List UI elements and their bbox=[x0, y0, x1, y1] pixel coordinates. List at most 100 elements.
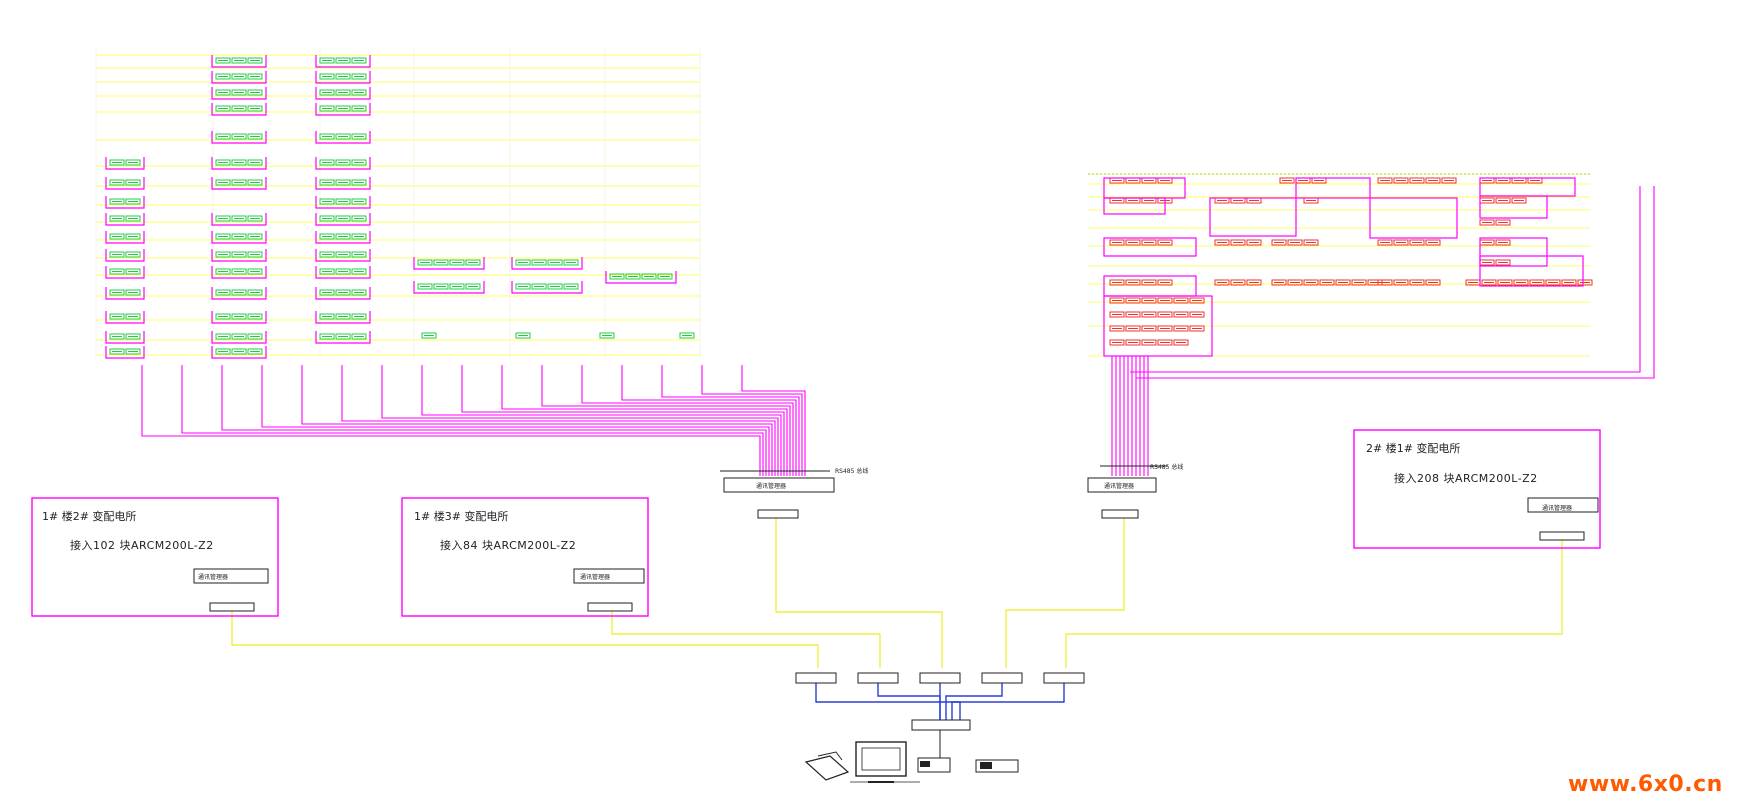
meter bbox=[1173, 297, 1189, 304]
meter bbox=[1393, 177, 1409, 184]
meter bbox=[449, 283, 465, 290]
meter bbox=[319, 233, 335, 240]
meter bbox=[215, 179, 231, 186]
meter bbox=[1393, 279, 1409, 286]
meter bbox=[515, 332, 531, 339]
meter bbox=[1173, 325, 1189, 332]
meter bbox=[231, 333, 247, 340]
meter bbox=[351, 313, 367, 320]
watermark: www.6x0.cn bbox=[1568, 772, 1723, 797]
substation-2-title: 1# 楼3# 变配电所 bbox=[414, 510, 509, 523]
meter bbox=[319, 73, 335, 80]
floor-bus bbox=[211, 249, 267, 262]
pc-drive bbox=[920, 761, 930, 767]
meter bbox=[231, 313, 247, 320]
meter bbox=[351, 333, 367, 340]
floor-bus bbox=[211, 346, 267, 359]
meter bbox=[1141, 311, 1157, 318]
meter bbox=[215, 348, 231, 355]
meter bbox=[599, 332, 615, 339]
meter bbox=[109, 251, 125, 258]
meter bbox=[215, 268, 231, 275]
meter bbox=[319, 251, 335, 258]
meter bbox=[125, 179, 141, 186]
meter bbox=[109, 348, 125, 355]
meter bbox=[563, 283, 579, 290]
device bbox=[757, 509, 799, 519]
meter bbox=[547, 283, 563, 290]
device bbox=[1043, 672, 1085, 684]
rs485-trunk bbox=[661, 365, 800, 476]
gateway-1-device: 通讯管理器 bbox=[756, 483, 787, 490]
meter bbox=[351, 179, 367, 186]
device bbox=[981, 672, 1023, 684]
floor-bus bbox=[105, 311, 145, 324]
meter bbox=[335, 89, 351, 96]
meter bbox=[247, 179, 263, 186]
floor-bus bbox=[211, 103, 267, 116]
lan-link bbox=[945, 683, 1003, 720]
meter bbox=[109, 159, 125, 166]
meter bbox=[1377, 239, 1393, 246]
substation-2-device: 通讯管理器 bbox=[580, 574, 611, 581]
meter bbox=[1109, 339, 1125, 346]
meter bbox=[1214, 239, 1230, 246]
meter bbox=[1141, 279, 1157, 286]
meter bbox=[1409, 279, 1425, 286]
meter bbox=[335, 179, 351, 186]
meter bbox=[215, 159, 231, 166]
meter bbox=[417, 283, 433, 290]
meter bbox=[125, 333, 141, 340]
meter bbox=[231, 215, 247, 222]
meter bbox=[319, 313, 335, 320]
floor-bus bbox=[1103, 295, 1213, 357]
meter bbox=[231, 251, 247, 258]
lan-link bbox=[815, 683, 961, 720]
meter bbox=[1425, 279, 1441, 286]
rs485-trunk bbox=[741, 365, 806, 476]
substation-3-device: 通讯管理器 bbox=[1542, 505, 1573, 512]
meter bbox=[679, 332, 695, 339]
meter bbox=[1409, 177, 1425, 184]
monitor bbox=[855, 741, 907, 777]
meter bbox=[247, 105, 263, 112]
floor-bus bbox=[1479, 237, 1548, 267]
floor-bus bbox=[105, 287, 145, 300]
meter bbox=[1495, 219, 1511, 226]
meter bbox=[125, 268, 141, 275]
meter bbox=[1125, 279, 1141, 286]
rs485-trunk bbox=[421, 365, 782, 476]
meter bbox=[465, 283, 481, 290]
floor-bus bbox=[315, 249, 371, 262]
meter bbox=[319, 57, 335, 64]
meter bbox=[1377, 177, 1393, 184]
substation-1-subtitle: 接入102 块ARCM200L-Z2 bbox=[70, 539, 214, 552]
floor-bus bbox=[211, 213, 267, 226]
floor-bus bbox=[1103, 197, 1166, 215]
meter bbox=[1511, 197, 1527, 204]
meter bbox=[247, 251, 263, 258]
meter bbox=[351, 268, 367, 275]
floor-bus bbox=[315, 331, 371, 344]
meter bbox=[125, 289, 141, 296]
meter bbox=[247, 333, 263, 340]
meter bbox=[215, 313, 231, 320]
meter bbox=[1497, 279, 1513, 286]
meter bbox=[319, 268, 335, 275]
meter bbox=[319, 289, 335, 296]
meter bbox=[231, 89, 247, 96]
meter bbox=[125, 251, 141, 258]
meter bbox=[1157, 239, 1173, 246]
meter bbox=[421, 332, 437, 339]
fiber-link bbox=[1005, 518, 1125, 668]
floor-bus bbox=[315, 287, 371, 300]
meter bbox=[1230, 239, 1246, 246]
meter bbox=[351, 133, 367, 140]
floor-bus bbox=[211, 55, 267, 68]
meter bbox=[247, 133, 263, 140]
meter bbox=[1495, 239, 1511, 246]
meter bbox=[1157, 339, 1173, 346]
lan-links bbox=[815, 683, 1065, 720]
meter bbox=[335, 73, 351, 80]
device bbox=[573, 568, 645, 584]
